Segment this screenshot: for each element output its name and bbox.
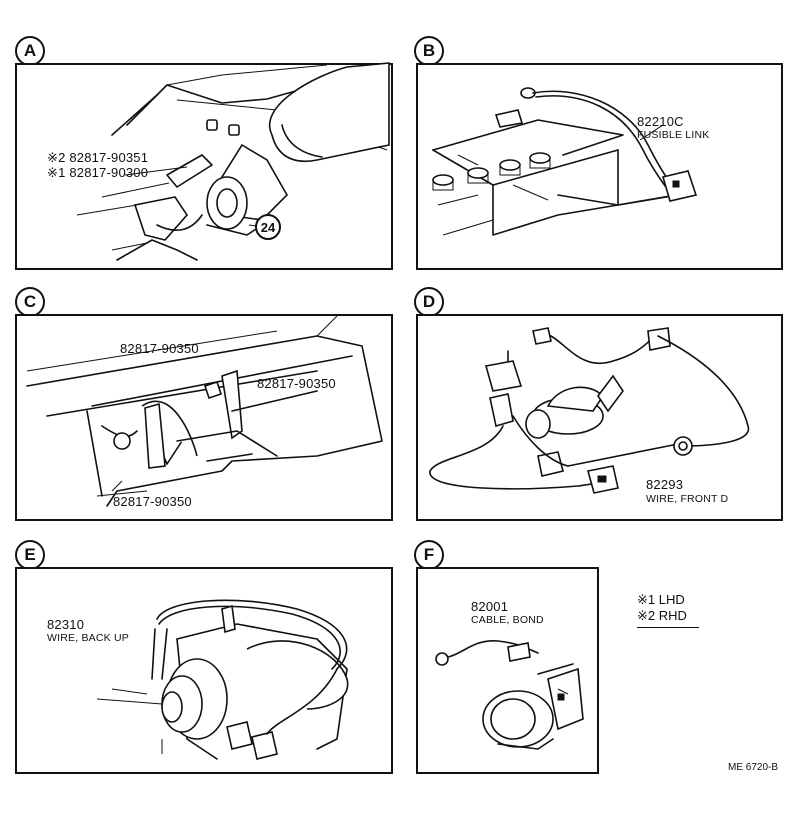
panel-f-part-label: 82001 — [471, 599, 509, 614]
panel-b-letter: B — [414, 36, 444, 66]
panel-c-part-right-label: 82817-90350 — [257, 376, 336, 391]
panel-d-desc-label: WIRE, FRONT D — [646, 493, 729, 505]
panel-a-illustration — [76, 62, 390, 261]
panel-d-letter: D — [414, 287, 444, 317]
legend-rhd: ※2 RHD — [637, 608, 687, 623]
legend: ※1 LHD ※2 RHD — [637, 592, 687, 624]
panel-a-rhd-part-label: ※2 82817-90351 — [47, 150, 149, 165]
panel-f-letter: F — [414, 540, 444, 570]
panel-a-letter: A — [15, 36, 45, 66]
panel-e-part-label: 82310 — [47, 617, 85, 632]
panel-c-part-bottom-label: 82817-90350 — [113, 494, 192, 509]
panel-b-illustration — [432, 87, 698, 236]
panel-a-callout-24: 24 — [255, 214, 281, 240]
panel-c-illustration — [26, 315, 383, 507]
panel-a-lhd-part-label: ※1 82817-90300 — [47, 165, 149, 180]
panel-b-desc-label: FUSIBLE LINK — [637, 129, 710, 141]
panel-c-letter: C — [15, 287, 45, 317]
panel-f-illustration — [435, 640, 584, 750]
panel-e-desc-label: WIRE, BACK UP — [47, 632, 129, 644]
legend-lhd: ※1 LHD — [637, 592, 685, 607]
panel-f-desc-label: CABLE, BOND — [471, 614, 544, 626]
panel-e-illustration — [96, 599, 349, 760]
panel-e-letter: E — [15, 540, 45, 570]
reference-code: ME 6720-B — [728, 762, 779, 773]
panel-b-frame — [416, 63, 783, 270]
panel-c-part-top-label: 82817-90350 — [120, 341, 199, 356]
panel-d-illustration — [429, 327, 750, 494]
panel-d-part-label: 82293 — [646, 477, 684, 492]
panel-b-part-label: 82210C — [637, 114, 684, 129]
legend-underline — [637, 627, 699, 628]
panel-c-frame — [15, 314, 393, 521]
